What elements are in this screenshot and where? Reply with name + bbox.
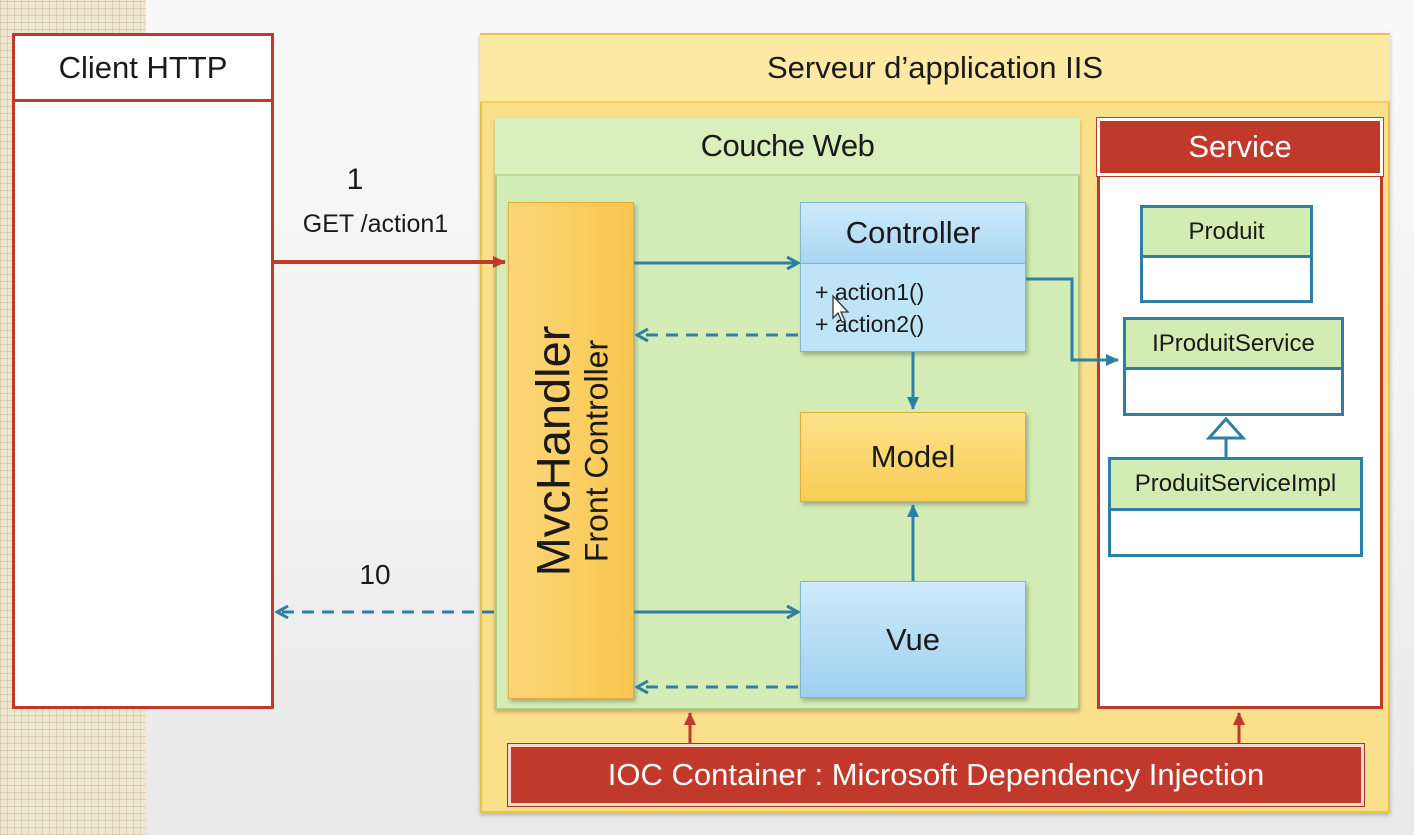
request-step-number: 1 bbox=[346, 163, 364, 196]
service-layer-title: Service bbox=[1096, 117, 1384, 177]
inheritance-triangle bbox=[1205, 416, 1247, 440]
ioc-container-box: IOC Container : Microsoft Dependency Inj… bbox=[507, 743, 1365, 807]
controller-title: Controller bbox=[800, 202, 1026, 264]
web-layer-title: Couche Web bbox=[495, 118, 1080, 176]
response-step-number: 10 bbox=[359, 559, 391, 590]
client-http-title: Client HTTP bbox=[12, 33, 274, 102]
controller-to-service-arrow bbox=[1026, 277, 1119, 366]
request-label: GET /action1 bbox=[302, 209, 449, 238]
controller-methods: + action1() + action2() bbox=[815, 276, 1015, 346]
front-controller-box bbox=[508, 202, 634, 699]
produitserviceimpl-class-header: ProduitServiceImpl bbox=[1108, 457, 1363, 508]
mouse-cursor-icon bbox=[832, 294, 850, 323]
application-server-title: Serveur d’application IIS bbox=[480, 35, 1390, 103]
produitserviceimpl-class-body bbox=[1108, 508, 1363, 557]
client-http-box bbox=[12, 33, 274, 709]
vue-box: Vue bbox=[800, 581, 1026, 698]
produit-class-header: Produit bbox=[1140, 205, 1313, 255]
model-box: Model bbox=[800, 412, 1026, 502]
iproduitservice-class-header: IProduitService bbox=[1123, 317, 1344, 367]
iproduitservice-class-body bbox=[1123, 367, 1344, 416]
produit-class-body bbox=[1140, 255, 1313, 303]
